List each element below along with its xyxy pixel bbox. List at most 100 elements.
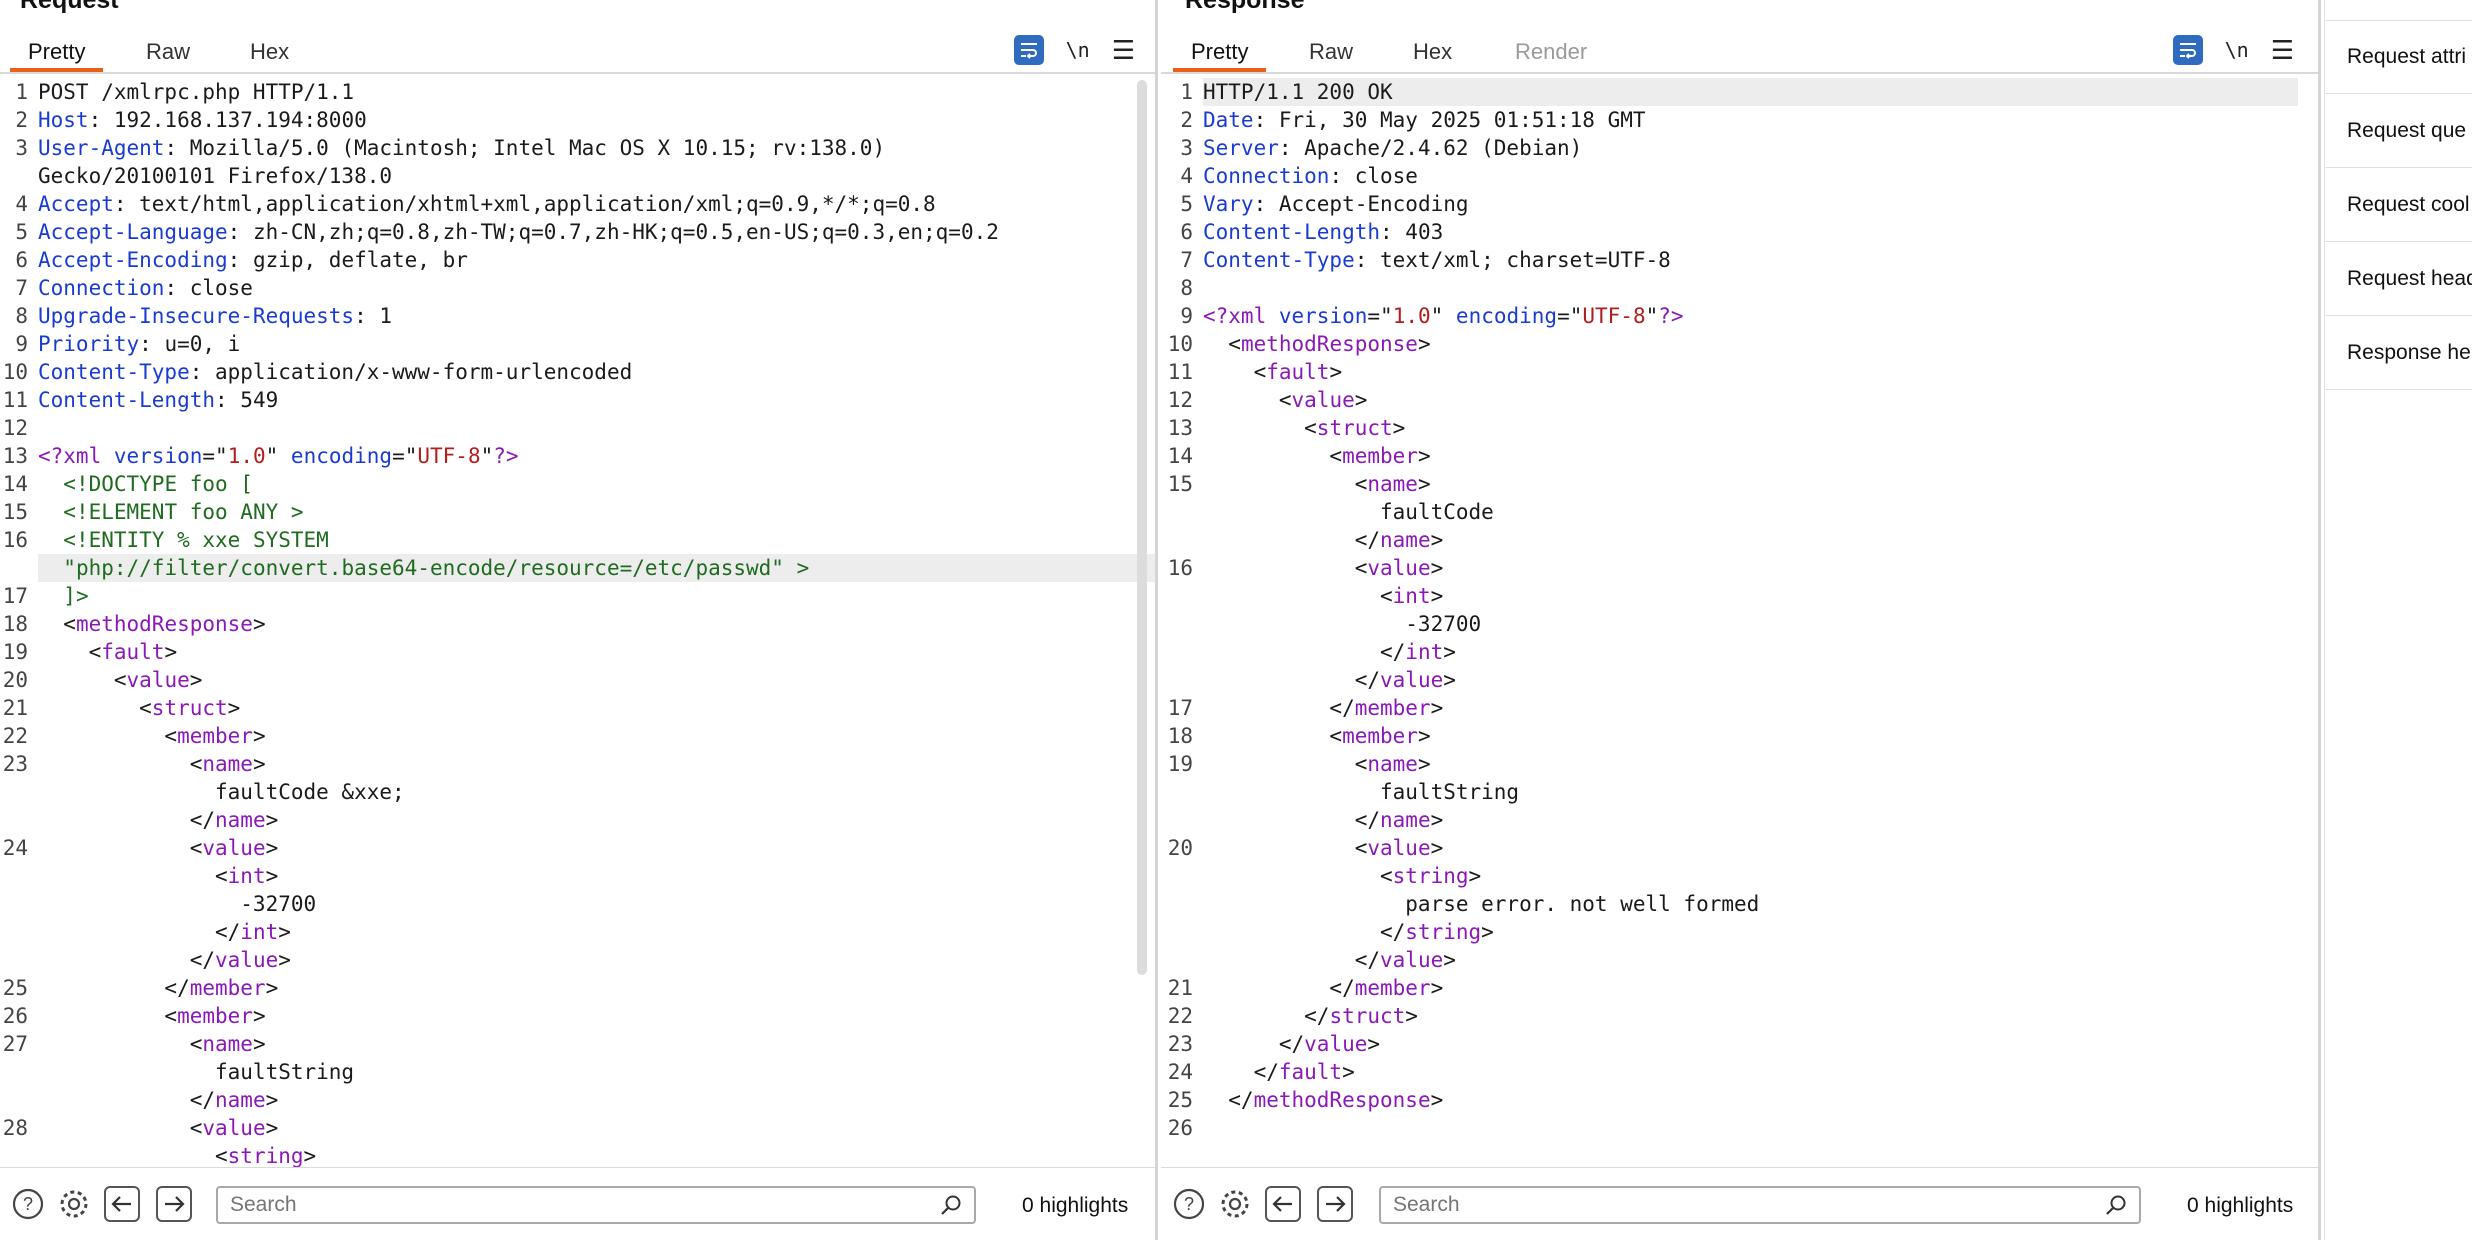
code-line: 13 <struct>	[1165, 414, 2298, 442]
request-search-input[interactable]	[216, 1186, 976, 1224]
line-content: <member>	[1203, 724, 1431, 748]
line-number: 20	[2, 668, 28, 692]
line-number	[1165, 582, 1203, 610]
line-content: User-Agent: Mozilla/5.0 (Macintosh; Inte…	[38, 136, 886, 160]
line-number: 16	[1167, 556, 1193, 580]
request-tab-raw[interactable]: Raw	[146, 39, 191, 64]
line-content: <name>	[1203, 752, 1431, 776]
line-number: 28	[2, 1116, 28, 1140]
line-number	[0, 946, 38, 974]
arrow-left-icon[interactable]	[1265, 1186, 1301, 1222]
code-line: 18 <methodResponse>	[0, 610, 1155, 638]
line-content: </name>	[38, 1088, 279, 1112]
code-line: 24 </fault>	[1165, 1058, 2298, 1086]
code-line: faultCode &xxe;	[0, 778, 1155, 806]
line-content: </value>	[1203, 668, 1456, 692]
request-scrollbar[interactable]	[1137, 80, 1147, 975]
line-number: 20	[1167, 836, 1193, 860]
line-content: <value>	[1203, 836, 1444, 860]
arrow-right-icon[interactable]	[1317, 1186, 1353, 1222]
code-line: faultCode	[1165, 498, 2298, 526]
line-number	[0, 554, 38, 582]
line-number: 7	[15, 276, 28, 300]
line-number	[1165, 666, 1203, 694]
help-icon[interactable]: ?	[1171, 1186, 1207, 1222]
response-tab-pretty[interactable]: Pretty	[1173, 34, 1267, 72]
line-content: </member>	[38, 976, 279, 1000]
code-line: 15 <!ELEMENT foo ANY >	[0, 498, 1155, 526]
line-content: <fault>	[1203, 360, 1343, 384]
request-tab-hex[interactable]: Hex	[250, 39, 290, 64]
response-toolbar: \n ☰	[2172, 32, 2294, 68]
line-content: faultString	[38, 1060, 355, 1084]
line-content: faultString	[1203, 780, 1520, 804]
menu-icon[interactable]: ☰	[2270, 35, 2294, 65]
request-bottombar: ? 0 highlights	[0, 1167, 1155, 1240]
line-number: 17	[1167, 696, 1193, 720]
code-line: 9<?xml version="1.0" encoding="UTF-8"?>	[1165, 302, 2298, 330]
line-content: Content-Type: application/x-www-form-url…	[38, 360, 633, 384]
line-number: 16	[2, 528, 28, 552]
inspector-panel: Request attri Request que Request cool R…	[2324, 0, 2472, 1240]
response-tab-hex[interactable]: Hex	[1413, 39, 1453, 64]
code-line: </name>	[0, 806, 1155, 834]
line-content	[1203, 1114, 2298, 1142]
line-number: 4	[1180, 164, 1193, 188]
settings-icon[interactable]	[1217, 1186, 1253, 1222]
inspector-response-headers[interactable]: Response he	[2325, 316, 2472, 390]
line-number: 18	[1167, 724, 1193, 748]
arrow-left-icon[interactable]	[104, 1186, 140, 1222]
line-number	[0, 1142, 38, 1168]
newline-toggle[interactable]: \n	[2224, 38, 2249, 62]
code-line: 19 <name>	[1165, 750, 2298, 778]
line-content: </fault>	[1203, 1060, 1355, 1084]
wrap-icon[interactable]	[1013, 35, 1044, 65]
line-content: <member>	[38, 1004, 266, 1028]
line-number: 5	[15, 220, 28, 244]
code-line: 10 <methodResponse>	[1165, 330, 2298, 358]
line-number: 13	[2, 444, 28, 468]
settings-icon[interactable]	[56, 1186, 92, 1222]
response-tab-raw[interactable]: Raw	[1309, 39, 1354, 64]
line-content: -32700	[1203, 612, 1482, 636]
line-content: Accept: text/html,application/xhtml+xml,…	[38, 192, 936, 216]
inspector-request-cookies[interactable]: Request cool	[2325, 168, 2472, 242]
line-number: 17	[2, 584, 28, 608]
line-content: <string>	[38, 1144, 317, 1168]
code-line: 16 <value>	[1165, 554, 2298, 582]
line-content: </value>	[1203, 1032, 1381, 1056]
code-line: 25 </methodResponse>	[1165, 1086, 2298, 1114]
inspector-request-query[interactable]: Request que	[2325, 94, 2472, 168]
code-line: 27 <name>	[0, 1030, 1155, 1058]
svg-text:?: ?	[1184, 1194, 1194, 1214]
line-number: 14	[2, 472, 28, 496]
code-line: 15 <name>	[1165, 470, 2298, 498]
line-number: 26	[1167, 1116, 1193, 1140]
line-content: <int>	[1203, 584, 1444, 608]
line-content: Vary: Accept-Encoding	[1203, 192, 1469, 216]
code-line: 14 <member>	[1165, 442, 2298, 470]
code-line: 20 <value>	[1165, 834, 2298, 862]
line-content: Connection: close	[1203, 164, 1418, 188]
help-icon[interactable]: ?	[10, 1186, 46, 1222]
line-content: <methodResponse>	[1203, 332, 1431, 356]
line-content: Content-Type: text/xml; charset=UTF-8	[1203, 248, 1671, 272]
request-tab-pretty[interactable]: Pretty	[10, 34, 104, 72]
line-content: <name>	[38, 1032, 266, 1056]
arrow-right-icon[interactable]	[156, 1186, 192, 1222]
code-line: 26	[1165, 1114, 2298, 1142]
line-number: 6	[15, 248, 28, 272]
code-line: faultString	[1165, 778, 2298, 806]
inspector-request-headers[interactable]: Request head	[2325, 242, 2472, 316]
response-search-input[interactable]	[1379, 1186, 2141, 1224]
line-content: </int>	[1203, 640, 1456, 664]
wrap-icon[interactable]	[2172, 35, 2203, 65]
newline-toggle[interactable]: \n	[1065, 38, 1090, 62]
menu-icon[interactable]: ☰	[1111, 35, 1135, 65]
inspector-request-attributes[interactable]: Request attri	[2325, 20, 2472, 94]
